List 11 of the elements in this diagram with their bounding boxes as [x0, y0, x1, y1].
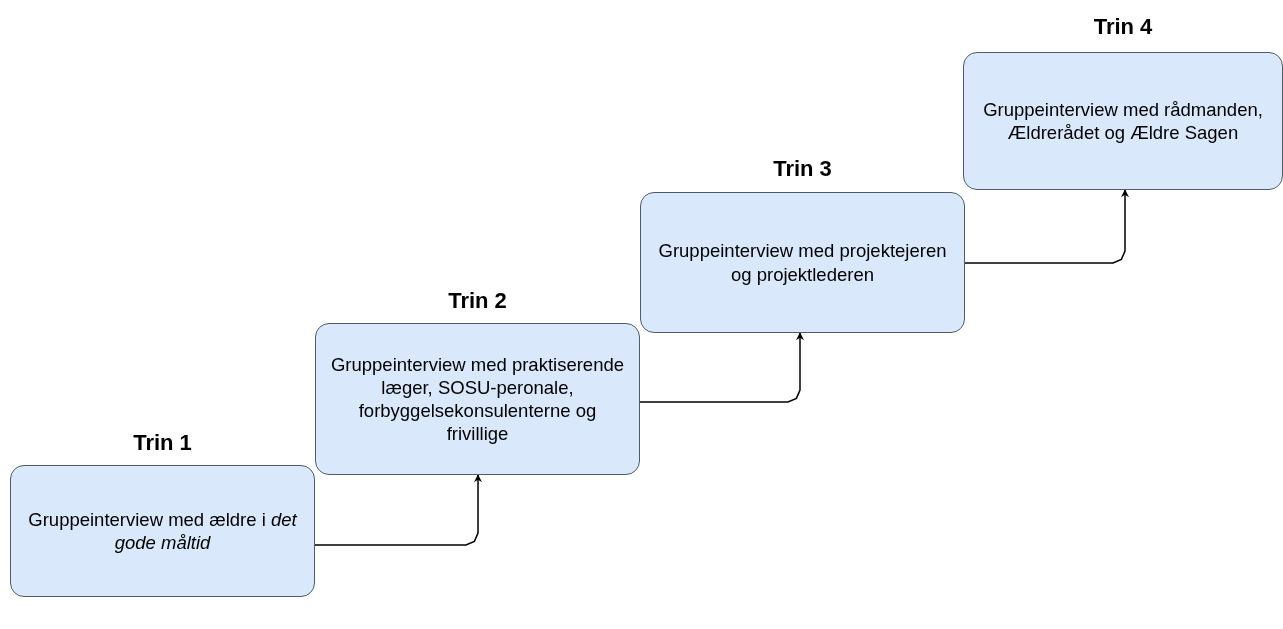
box-text: Gruppeinterview med ældre i det gode måltid	[27, 507, 299, 555]
connector-arrow	[639, 332, 804, 403]
step-heading: Trin 1	[132, 430, 193, 456]
connector-arrow	[314, 474, 482, 546]
step-heading: Trin 4	[1092, 14, 1154, 40]
connector-arrow	[964, 189, 1129, 264]
step-heading: Trin 3	[772, 156, 833, 182]
box-text: Gruppeinterview med projektejeren og projektlederen	[657, 239, 948, 286]
box-text: Gruppeinterview med praktiserende læger, SOSU-peronale, forbyggelsekonsulenterne og frivillige	[329, 352, 626, 446]
step-heading: Trin 2	[447, 288, 508, 314]
box-text: Gruppeinterview med rådmanden, Ældrerådet og Ældre Sagen	[982, 97, 1264, 145]
